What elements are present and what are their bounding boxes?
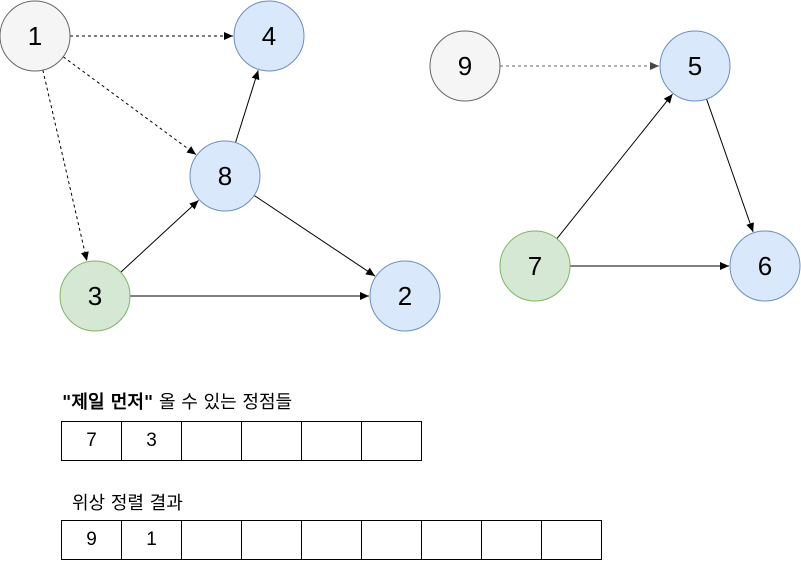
node-circle <box>729 230 801 302</box>
node-label: 9 <box>458 51 472 81</box>
edge-8-to-4 <box>235 70 260 143</box>
queue-caption: "제일 먼저" 올 수 있는 정점들 <box>62 388 292 414</box>
queue-cell <box>241 421 302 461</box>
result-cell <box>301 520 362 560</box>
queue-caption-quote-close: " <box>143 392 154 413</box>
node-circle <box>0 0 71 72</box>
node-1: 1 <box>0 0 71 72</box>
queue-caption-quote-open: " <box>62 392 72 413</box>
node-2: 2 <box>369 260 441 332</box>
queue-cell <box>361 421 422 461</box>
node-label: 4 <box>262 21 276 51</box>
node-3: 3 <box>59 260 131 332</box>
result-cell <box>181 520 242 560</box>
queue-caption-rest: 올 수 있는 정점들 <box>153 392 293 413</box>
edge-8-to-2 <box>253 194 376 277</box>
node-9: 9 <box>429 30 501 102</box>
result-cell <box>421 520 482 560</box>
node-label: 6 <box>758 251 772 281</box>
result-cell: 9 <box>61 520 122 560</box>
result-cell <box>241 520 302 560</box>
queue-caption-bold: 제일 먼저 <box>71 392 144 413</box>
node-label: 7 <box>528 251 542 281</box>
node-6: 6 <box>729 230 801 302</box>
node-circle <box>369 260 441 332</box>
node-circle <box>499 230 571 302</box>
queue-cell <box>181 421 242 461</box>
node-8: 8 <box>189 140 261 212</box>
result-cell <box>541 520 602 560</box>
node-label: 5 <box>688 51 702 81</box>
result-cell: 1 <box>121 520 182 560</box>
result-cell <box>481 520 542 560</box>
node-label: 1 <box>28 21 42 51</box>
queue-cell: 3 <box>121 421 182 461</box>
result-cell <box>361 520 422 560</box>
edge-1-to-8 <box>62 56 197 156</box>
edge-5-to-6 <box>706 98 754 233</box>
queue-cell <box>301 421 362 461</box>
node-5: 5 <box>659 30 731 102</box>
edge-1-to-3 <box>42 69 89 262</box>
result-caption: 위상 정렬 결과 <box>72 493 183 514</box>
node-circle <box>59 260 131 332</box>
edge-7-to-5 <box>556 93 673 239</box>
node-label: 8 <box>218 161 232 191</box>
node-4: 4 <box>233 0 305 72</box>
node-label: 3 <box>88 281 102 311</box>
node-7: 7 <box>499 230 571 302</box>
node-circle <box>659 30 731 102</box>
node-circle <box>429 30 501 102</box>
node-circle <box>233 0 305 72</box>
queue-array: 7 3 <box>61 421 422 461</box>
result-array: 9 1 <box>61 520 602 560</box>
node-label: 2 <box>398 281 412 311</box>
queue-cell: 7 <box>61 421 122 461</box>
node-circle <box>189 140 261 212</box>
edge-3-to-8 <box>120 200 199 273</box>
